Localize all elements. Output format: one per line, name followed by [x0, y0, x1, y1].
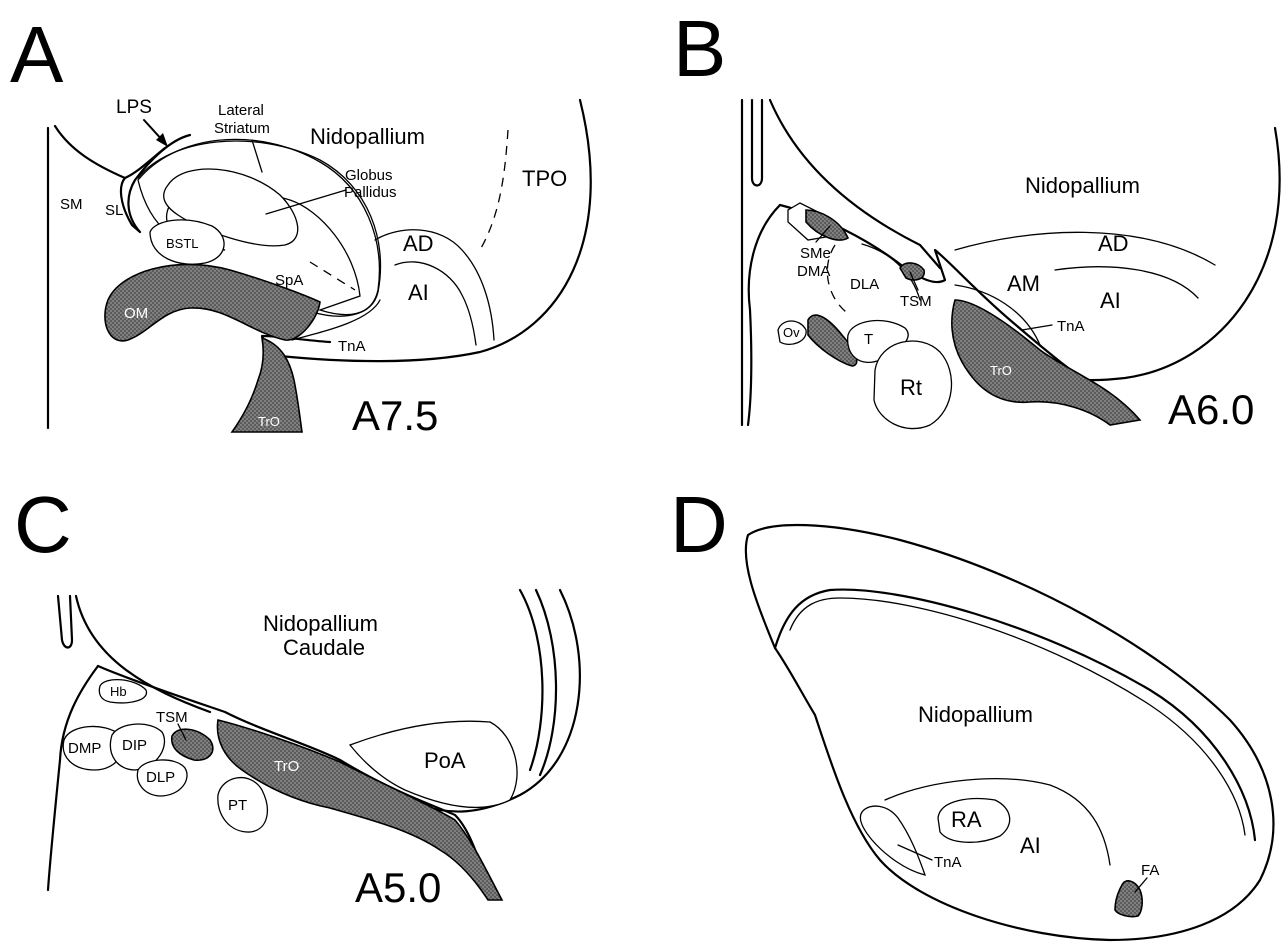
label-bstl: BSTL — [166, 236, 199, 251]
label-sl: SL — [105, 202, 123, 219]
dorsal-curve-b — [770, 100, 940, 268]
label-globus-pallidus-1: Globus — [345, 167, 393, 184]
ad-boundary-a — [375, 230, 494, 340]
tro-region-b — [952, 300, 1140, 425]
label-tsm-b: TSM — [900, 293, 932, 310]
panel-c: C Nidopallium Caudale Hb TSM — [14, 480, 580, 911]
diencephalon-outline-c — [48, 666, 98, 890]
label-lateral-striatum-1: Lateral — [218, 102, 264, 119]
label-om: OM — [124, 305, 148, 322]
label-dmp: DMP — [68, 740, 101, 757]
midline-slot-b — [752, 100, 762, 186]
label-tro-a: TrO — [258, 414, 280, 429]
level-a: A7.5 — [352, 392, 438, 439]
level-c: A5.0 — [355, 864, 441, 911]
label-am: AM — [1007, 271, 1040, 296]
label-t: T — [864, 331, 873, 348]
label-pt: PT — [228, 797, 247, 814]
label-tsm-c: TSM — [156, 709, 188, 726]
fa-region — [1115, 881, 1142, 917]
panel-letter-c: C — [14, 480, 72, 569]
tpo-boundary — [480, 130, 508, 250]
level-b: A6.0 — [1168, 386, 1254, 433]
panel-b: B Ni — [673, 4, 1280, 433]
label-ad-a: AD — [403, 231, 434, 256]
label-dla: DLA — [850, 276, 879, 293]
tna-region-d — [860, 806, 925, 875]
label-tna-a: TnA — [338, 338, 366, 355]
label-ai-b: AI — [1100, 288, 1121, 313]
label-globus-pallidus-2: Pallidus — [344, 184, 397, 201]
ai-boundary-b — [1055, 267, 1198, 298]
panel-letter-a: A — [10, 10, 64, 99]
label-tro-b: TrO — [990, 363, 1012, 378]
panel-letter-b: B — [673, 4, 726, 93]
outer-contour-d — [746, 525, 1274, 940]
label-nidopallium-a: Nidopallium — [310, 124, 425, 149]
lateral-wall-c-2 — [536, 590, 556, 775]
label-ad-b: AD — [1098, 231, 1129, 256]
label-nidopallium-c-2: Caudale — [283, 635, 365, 660]
spa-boundary — [310, 262, 355, 290]
label-dma: DMA — [797, 263, 830, 280]
tna-leader-b — [1022, 325, 1052, 330]
panel-d: D Nidopallium RA AI TnA FA — [670, 480, 1273, 940]
label-tna-d: TnA — [934, 854, 962, 871]
label-lps: LPS — [116, 97, 152, 118]
label-ai-d: AI — [1020, 833, 1041, 858]
ad-boundary-b — [955, 232, 1215, 265]
panel-letter-d: D — [670, 480, 728, 569]
label-hb: Hb — [110, 684, 127, 699]
label-nidopallium-c-1: Nidopallium — [263, 611, 378, 636]
label-lateral-striatum-2: Striatum — [214, 120, 270, 137]
label-dlp: DLP — [146, 769, 175, 786]
panel-a: A LPS Lateral S — [10, 10, 591, 439]
diencephalon-outline-b — [748, 205, 780, 425]
label-tro-c: TrO — [274, 758, 299, 775]
outer-contour-b — [1050, 128, 1280, 380]
midline-c — [58, 596, 72, 648]
lateral-wall-c-1 — [520, 590, 542, 770]
label-ai-a: AI — [408, 280, 429, 305]
label-tna-b: TnA — [1057, 318, 1085, 335]
label-sme: SMe — [800, 245, 831, 262]
label-poa: PoA — [424, 748, 466, 773]
label-nidopallium-d: Nidopallium — [918, 702, 1033, 727]
label-fa: FA — [1141, 862, 1159, 879]
label-rt: Rt — [900, 375, 922, 400]
label-ov: Ov — [783, 325, 800, 340]
label-ra: RA — [951, 807, 982, 832]
label-nidopallium-b: Nidopallium — [1025, 173, 1140, 198]
label-tpo: TPO — [522, 166, 567, 191]
label-dip: DIP — [122, 737, 147, 754]
label-sm: SM — [60, 196, 83, 213]
label-spa: SpA — [275, 272, 303, 289]
tsm-region-c — [172, 729, 213, 760]
